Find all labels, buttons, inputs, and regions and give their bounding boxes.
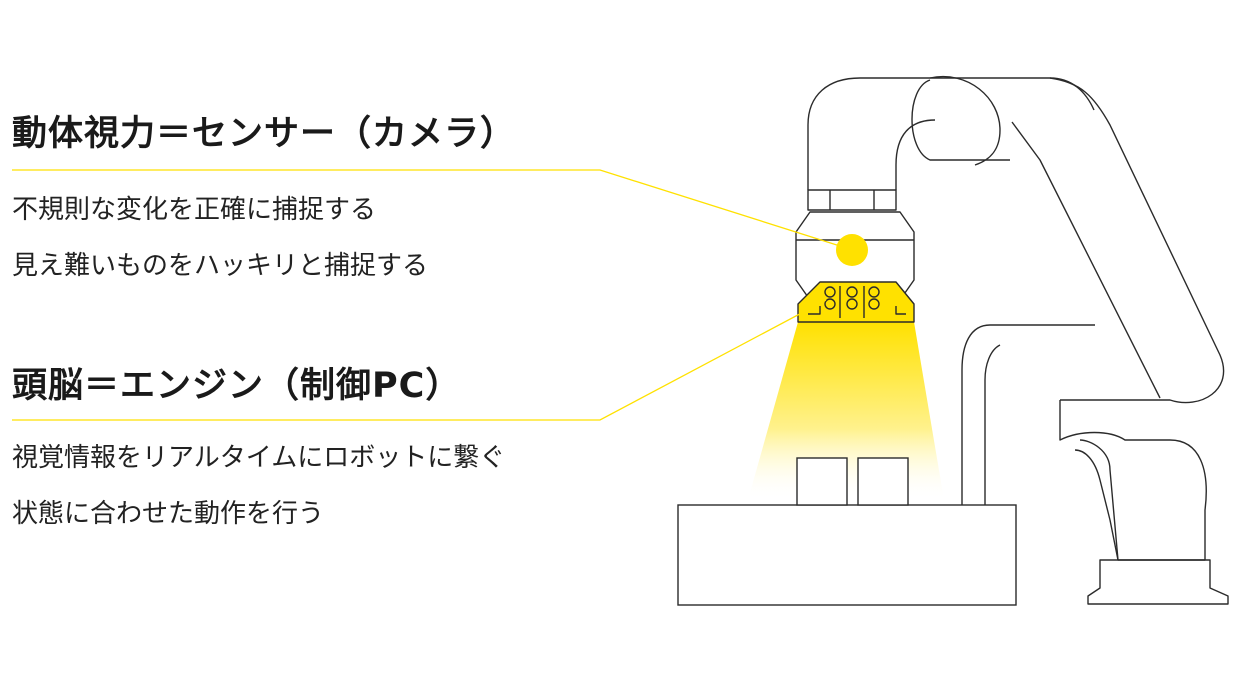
workpiece-right	[857, 457, 909, 506]
engine-line-1: 視覚情報をリアルタイムにロボットに繋ぐ	[12, 443, 506, 473]
workpiece-left	[796, 457, 848, 506]
leader-lines	[12, 169, 841, 421]
engine-section: 頭脳＝エンジン（制御PC） 視覚情報をリアルタイムにロボットに繋ぐ 状態に合わせ…	[12, 364, 505, 542]
sensor-line-2: 見え難いものをハッキリと捕捉する	[12, 251, 429, 281]
engine-description: 視覚情報をリアルタイムにロボットに繋ぐ 状態に合わせた動作を行う	[12, 430, 505, 542]
camera-lens-icon	[836, 234, 868, 266]
camera-head	[795, 211, 915, 323]
engine-leader-line	[12, 299, 827, 421]
sensor-leader-line	[12, 169, 841, 247]
sensor-line-1: 不規則な変化を正確に捕捉する	[12, 195, 377, 225]
sensor-description: 不規則な変化を正確に捕捉する 見え難いものをハッキリと捕捉する	[12, 182, 516, 294]
light-beam	[748, 322, 944, 500]
work-table	[677, 457, 1017, 606]
sensor-heading: 動体視力＝センサー（カメラ）	[12, 114, 517, 154]
robot-arm-icon	[807, 75, 1229, 605]
sensor-section: 動体視力＝センサー（カメラ） 不規則な変化を正確に捕捉する 見え難いものをハッキ…	[12, 112, 516, 294]
engine-heading: 頭脳＝エンジン（制御PC）	[12, 366, 462, 406]
engine-line-2: 状態に合わせた動作を行う	[12, 499, 325, 529]
